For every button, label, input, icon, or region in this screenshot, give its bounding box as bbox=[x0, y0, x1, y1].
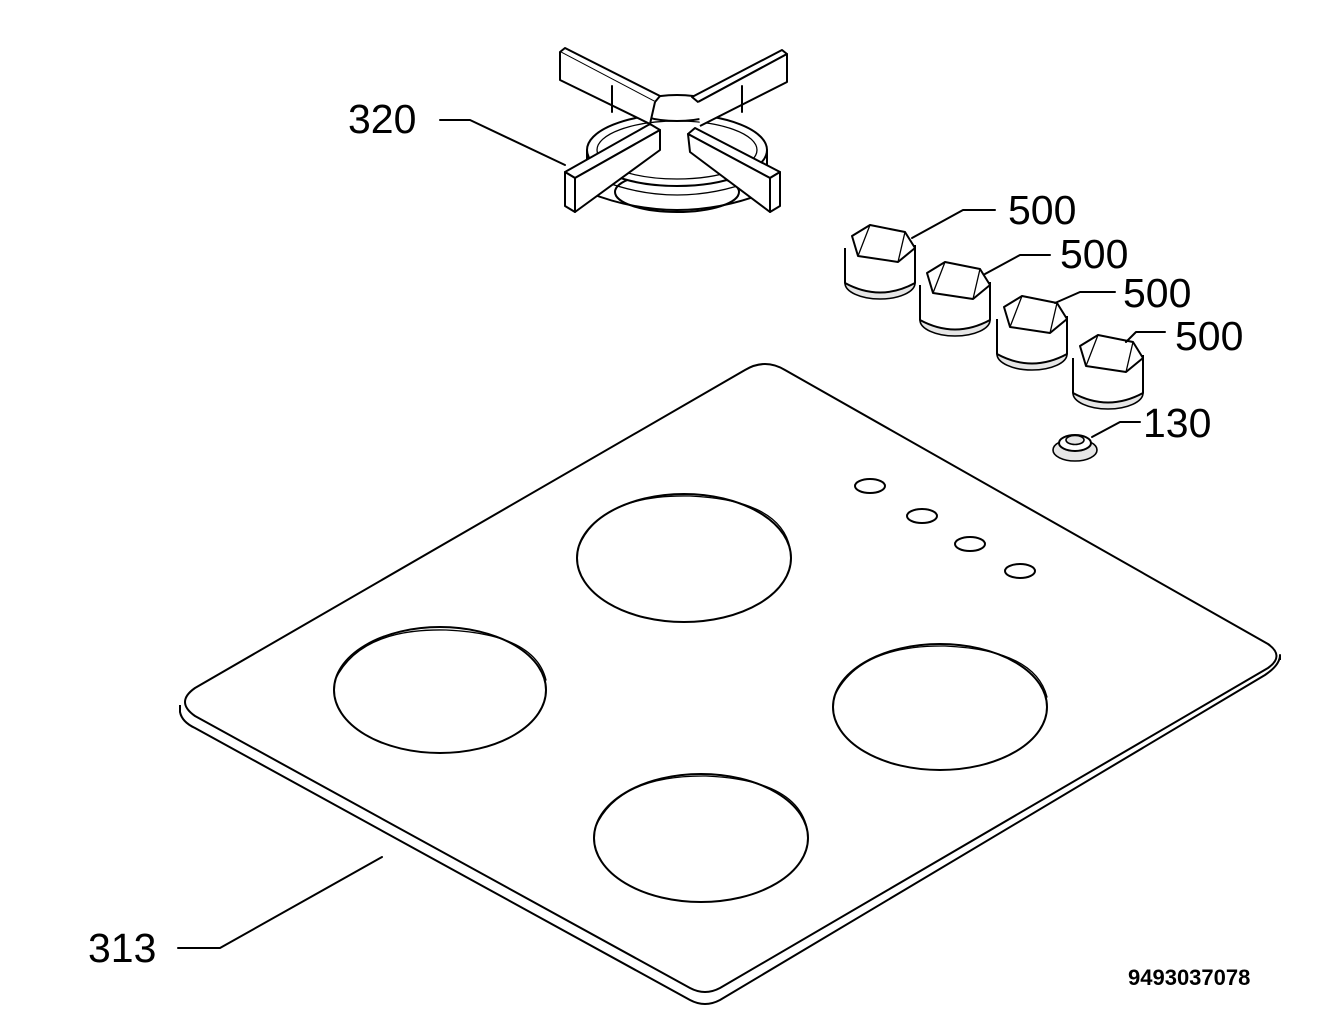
knob-hole-2 bbox=[906, 508, 938, 524]
pan-support-grate bbox=[559, 47, 788, 213]
callout-130: 130 bbox=[1143, 400, 1211, 446]
control-knob-3 bbox=[996, 295, 1068, 371]
callout-500-knob-3: 500 bbox=[1123, 270, 1191, 316]
control-knob-4 bbox=[1072, 334, 1144, 410]
burner-cutout-right bbox=[832, 643, 1048, 771]
document-number: 9493037078 bbox=[1128, 965, 1250, 990]
knob-hole-3 bbox=[954, 536, 986, 552]
control-knob-2 bbox=[919, 261, 991, 337]
callout-500-knob-2: 500 bbox=[1060, 231, 1128, 277]
burner-cutout-back bbox=[576, 493, 792, 623]
callout-500-knob-1: 500 bbox=[1008, 187, 1076, 233]
callout-313: 313 bbox=[88, 925, 156, 971]
knob-hole-4 bbox=[1004, 563, 1036, 579]
callout-500-knob-4: 500 bbox=[1175, 313, 1243, 359]
leader-lines bbox=[177, 119, 1166, 949]
control-knob-1 bbox=[844, 224, 916, 300]
burner-cutout-left bbox=[333, 626, 547, 754]
knob-spindle-seal bbox=[1052, 434, 1098, 462]
hob-top-plate bbox=[179, 363, 1281, 1005]
callout-320: 320 bbox=[348, 96, 416, 142]
burner-cutout-front bbox=[593, 773, 809, 903]
knob-hole-1 bbox=[854, 478, 886, 494]
